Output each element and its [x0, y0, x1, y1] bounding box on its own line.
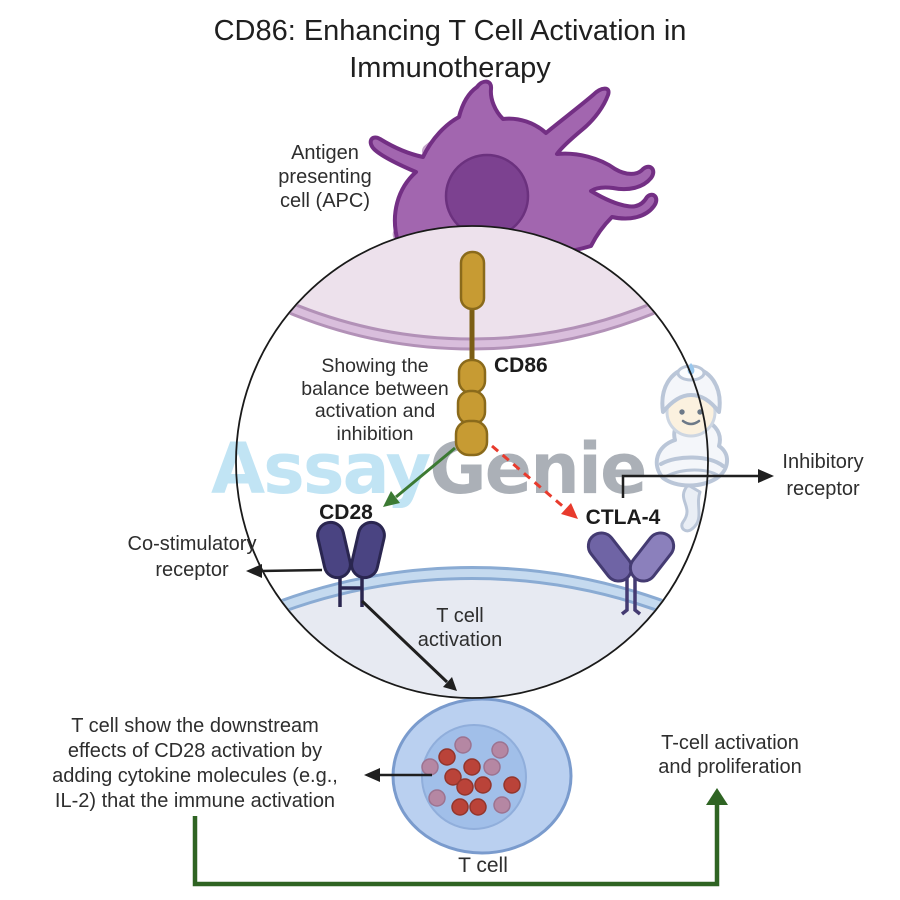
inhibition-arrow — [491, 444, 578, 519]
title-line-2: Immunotherapy — [349, 52, 551, 84]
ctla4-receptor — [586, 531, 676, 616]
cd28-receptor — [316, 520, 386, 607]
proliferation-label: T-cell activation and proliferation — [658, 732, 802, 778]
ctla4-label: CTLA-4 — [585, 506, 661, 529]
costimulatory-pointer — [246, 564, 323, 578]
tcell-activation-arrow — [360, 599, 457, 691]
cytokine-molecules — [421, 736, 521, 816]
cd28-label: CD28 — [319, 501, 373, 524]
inhibitory-label: Inhibitory receptor — [782, 451, 864, 500]
magnifier-circle — [235, 225, 709, 699]
cytokine-pointer — [364, 768, 432, 782]
balance-note: Showing the balance between activation a… — [301, 355, 449, 445]
tcell-membrane-zoom — [237, 566, 707, 697]
proliferation-arrow — [192, 788, 728, 887]
apc-label: Antigen presenting cell (APC) — [278, 142, 372, 212]
activation-arrow — [383, 446, 456, 507]
cd86-label: CD86 — [494, 354, 548, 377]
title-line-1: CD86: Enhancing T Cell Activation in — [213, 15, 687, 47]
cd86-receptor — [454, 250, 489, 457]
apc-cell — [368, 79, 659, 259]
tcell-activation-label: T cell activation — [417, 605, 503, 651]
page-title: CD86: Enhancing T Cell Activation in Imm… — [0, 13, 900, 87]
inhibitory-pointer — [621, 469, 774, 498]
genie-mascot-icon — [654, 363, 729, 533]
costimulatory-label: Co-stimulatory receptor — [127, 533, 257, 581]
downstream-effects-note: T cell show the downstream effects of CD… — [52, 715, 338, 812]
tcell-label: T cell — [458, 854, 508, 877]
